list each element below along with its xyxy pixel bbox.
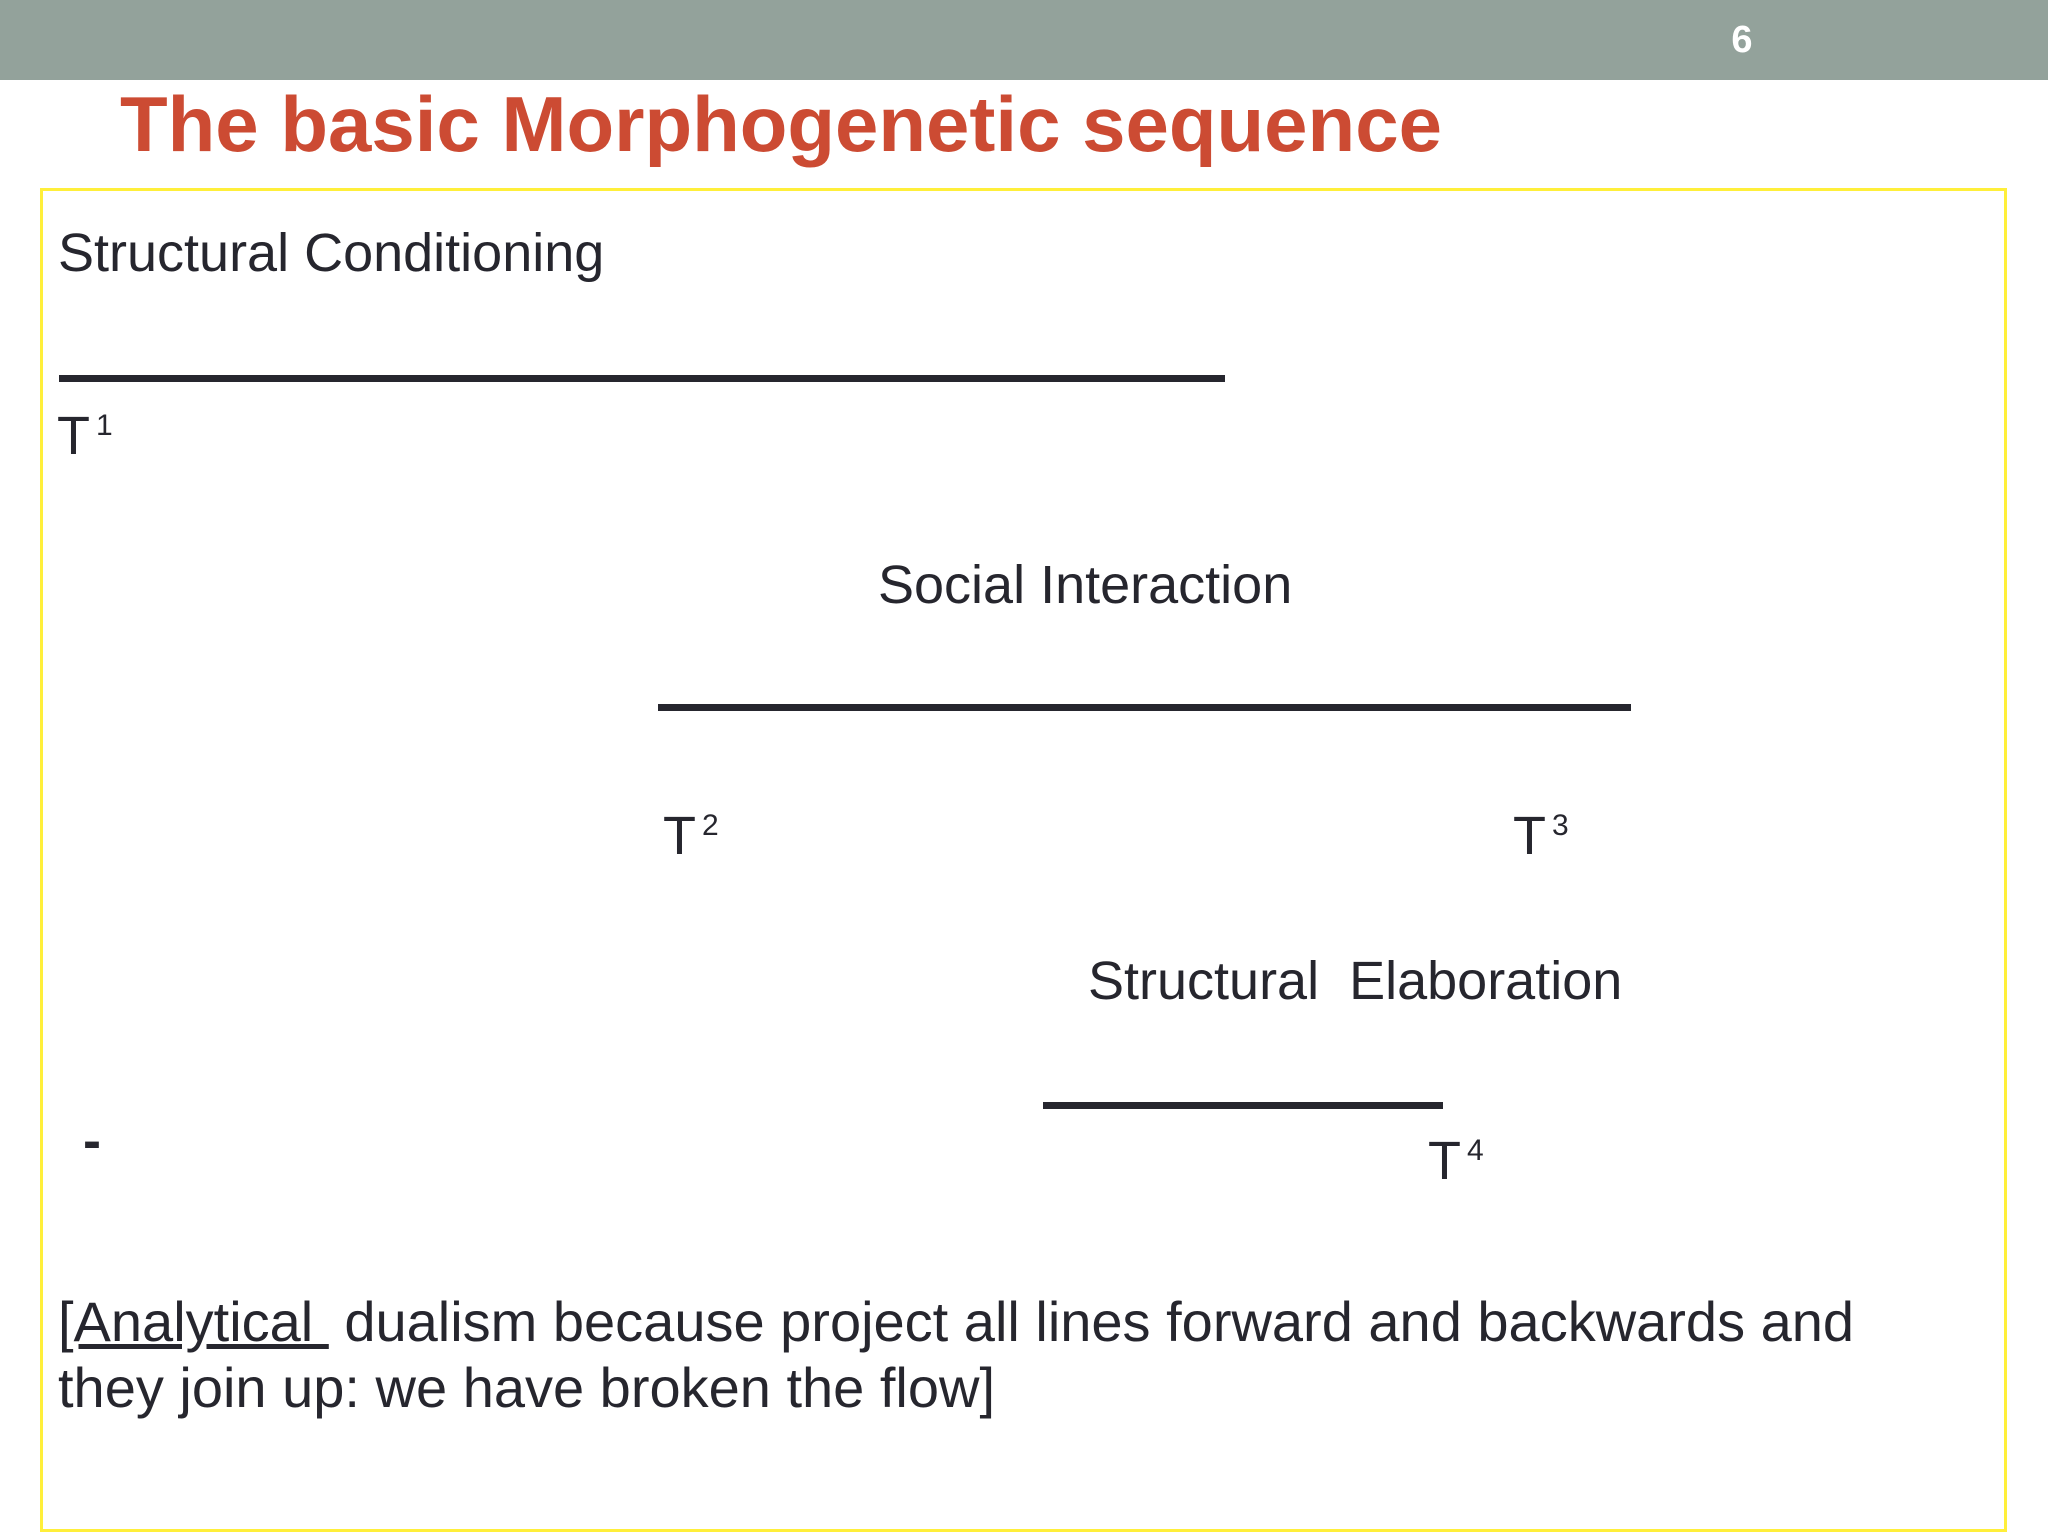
label-structural-conditioning: Structural Conditioning [58, 223, 605, 283]
page-number: 6 [1731, 19, 1753, 61]
time-marker-t2-superscript: 2 [702, 809, 719, 842]
time-marker-t3-superscript: 3 [1552, 809, 1569, 842]
time-marker-t1-superscript: 1 [96, 409, 113, 442]
time-marker-t3-letter: T [1513, 806, 1546, 866]
time-marker-t4-superscript: 4 [1467, 1134, 1484, 1167]
dash-mark: - [83, 1111, 101, 1171]
time-marker-t1-letter: T [57, 406, 90, 466]
timeline-rule-structural-conditioning [59, 375, 1225, 382]
time-marker-t4-letter: T [1428, 1131, 1461, 1191]
page-title: The basic Morphogenetic sequence [120, 80, 1442, 168]
timeline-rule-social-interaction [658, 704, 1631, 711]
label-structural-elaboration: Structural Elaboration [1088, 951, 1623, 1011]
label-social-interaction: Social Interaction [878, 555, 1293, 615]
header-band: 6 [0, 0, 2048, 80]
footnote-rest: dualism because project all lines forwar… [58, 1290, 1870, 1419]
footnote-underlined-part: [Analytical [58, 1290, 329, 1353]
footnote-text: [Analytical dualism because project all … [58, 1289, 1958, 1421]
timeline-rule-structural-elaboration [1043, 1102, 1443, 1109]
time-marker-t2-letter: T [663, 806, 696, 866]
